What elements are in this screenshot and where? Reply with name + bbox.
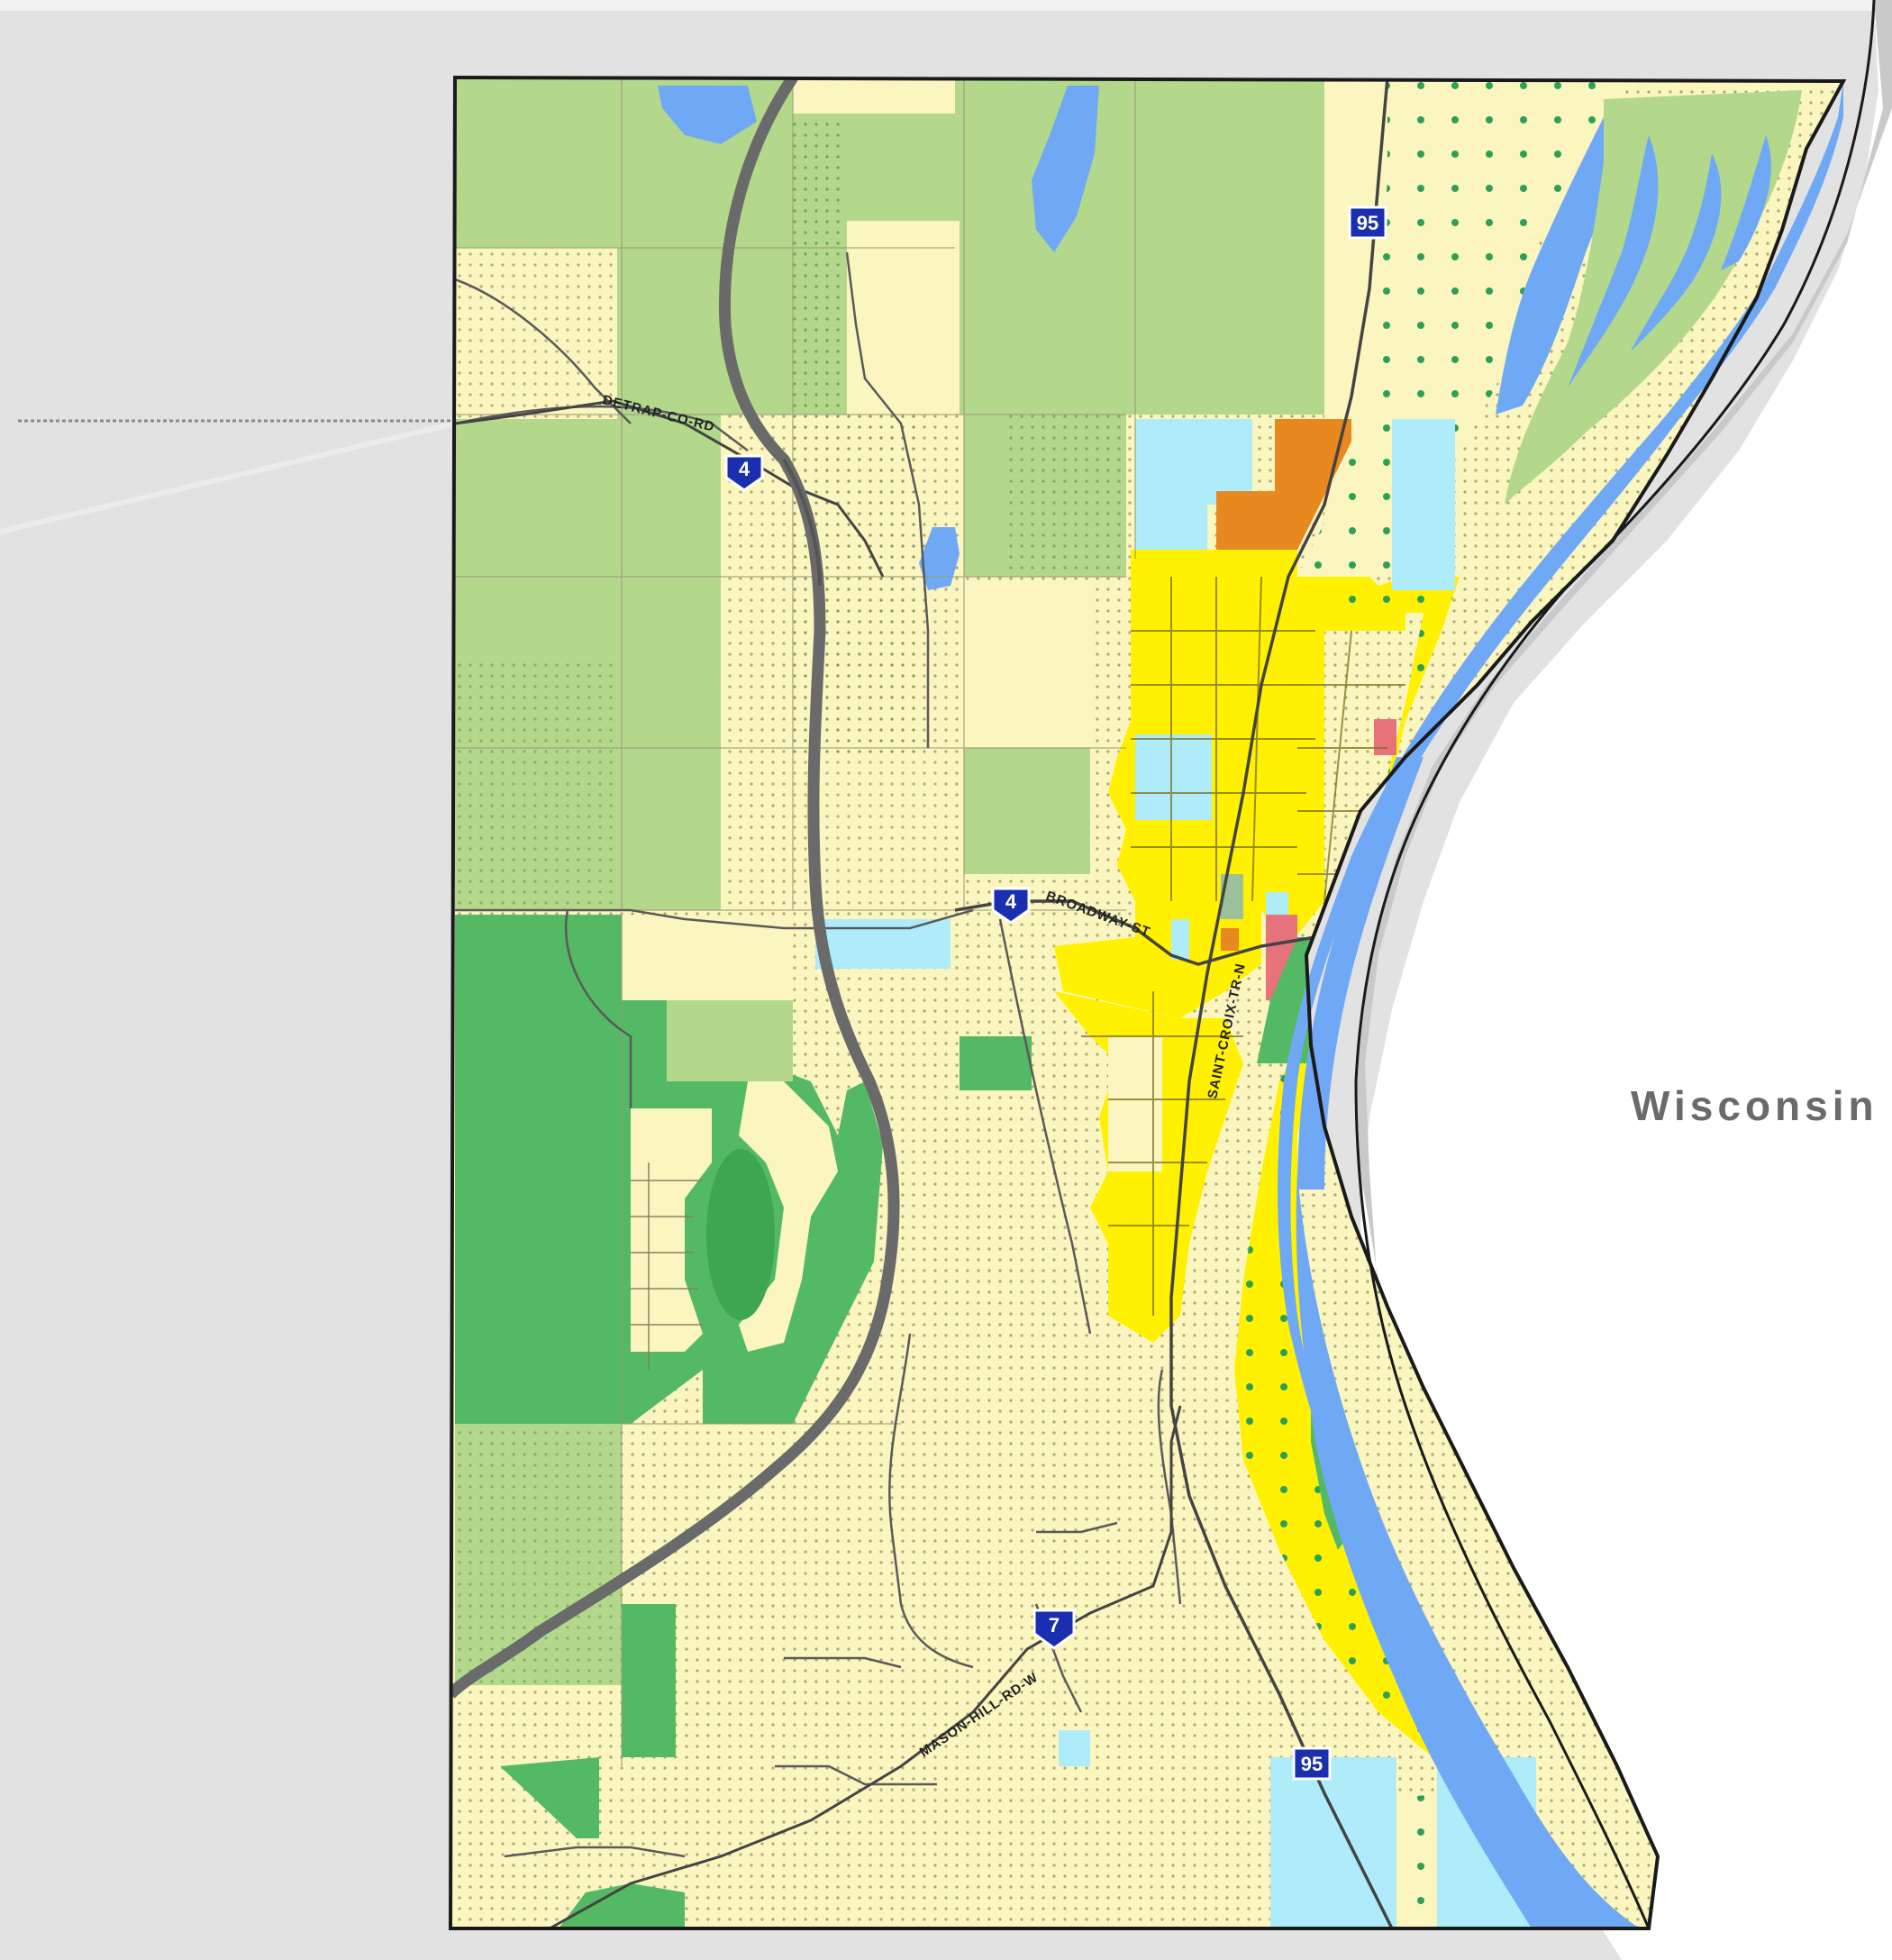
land-forest-sw-triangle [500, 1757, 599, 1838]
land-yellow-block-sw-a [622, 919, 793, 1000]
state-route-shield-icon [724, 454, 764, 492]
land-institutional-ne-c [1392, 419, 1455, 590]
land-commercial-east [1374, 719, 1396, 755]
land-yellow-block-north [847, 221, 960, 415]
land-forest-strip-south [622, 1604, 676, 1757]
land-institutional-town [1135, 734, 1212, 820]
land-yellow-block-mid [964, 586, 1090, 748]
land-agriculture-mid-east [964, 748, 1090, 874]
land-residential-town [1054, 550, 1405, 1018]
shield-us95-north[interactable]: 95 [1348, 205, 1387, 240]
land-agriculture-north [793, 77, 1324, 577]
land-institutional-south-a [1270, 1757, 1396, 1928]
shield-us95-south[interactable]: 95 [1292, 1746, 1332, 1781]
road-saint-croix-trail [1169, 77, 1394, 1928]
river-wide-south [1296, 1171, 1640, 1928]
shield-us95-south-number: 95 [1301, 1753, 1323, 1775]
land-riverfront-town-dots [1234, 577, 1460, 1757]
land-agriculture-dotted-2 [1009, 415, 1126, 577]
state-route-shield-icon [1032, 1609, 1076, 1650]
river-wide-mid [1297, 757, 1424, 1190]
land-forest-west-fine [455, 915, 622, 1424]
shield-hwy4-north-number: 4 [739, 458, 750, 480]
land-subdivision [631, 1108, 712, 1352]
land-industrial [1216, 419, 1351, 550]
river-edge-line [1354, 0, 1876, 1929]
highway-main [450, 77, 900, 1699]
shield-hwy4-town[interactable]: 4 [991, 887, 1031, 925]
parcel-lines [455, 77, 1136, 1766]
land-forest-south [559, 1883, 685, 1928]
land-institutional-south-small [1059, 1730, 1090, 1766]
pond-central [919, 527, 960, 590]
shield-us95-north-number: 95 [1357, 212, 1378, 234]
land-agriculture-sw-dots [455, 1424, 622, 1685]
subdivision-lines [631, 1162, 703, 1370]
land-institutional-broadway [815, 919, 951, 969]
land-institutional-town-small [1171, 919, 1189, 960]
wisconsin-land [1360, 0, 1892, 1960]
pond-green [706, 1149, 775, 1320]
land-institutional-ne-b [1135, 505, 1207, 550]
land-institutional-ne-a [1135, 419, 1252, 505]
us-route-shield-icon [1292, 1746, 1332, 1781]
faint-road [0, 421, 456, 534]
land-industrial-small [1221, 928, 1239, 951]
town-street-grid [1081, 576, 1405, 1316]
state-label-wisconsin: Wisconsin [1631, 1082, 1878, 1129]
land-agriculture-dotted [793, 117, 847, 415]
local-roads [454, 251, 1182, 1858]
shield-hwy7-number: 7 [1049, 1614, 1060, 1636]
us-route-shield-icon [1348, 205, 1387, 240]
state-route-shield-icon [991, 887, 1031, 925]
road-mason-hill [549, 1405, 1182, 1928]
river-channel-north-c [1721, 135, 1771, 270]
land-forest-small [960, 1036, 1032, 1090]
pond-north-central [1032, 86, 1099, 252]
shield-hwy4-north[interactable]: 4 [724, 454, 764, 492]
land-agriculture-sw-block [667, 1000, 793, 1081]
township-boundary [448, 75, 1847, 1930]
river-channel-north-b [1631, 153, 1722, 351]
river-channel-north-a [1568, 135, 1659, 387]
land-agriculture-west [455, 658, 617, 910]
land-agriculture-strip [793, 77, 955, 114]
land-yellow-block-west-dots [455, 248, 617, 419]
pond-north-west [658, 86, 757, 144]
shield-hwy4-town-number: 4 [1005, 890, 1017, 913]
land-riverfront-north-dots [1297, 77, 1622, 577]
land-subdivision-east [739, 1081, 838, 1352]
river-island-north [1505, 90, 1802, 505]
shield-hwy7[interactable]: 7 [1032, 1609, 1076, 1650]
top-band [0, 0, 1892, 11]
highway-main-shoulder [782, 458, 822, 587]
